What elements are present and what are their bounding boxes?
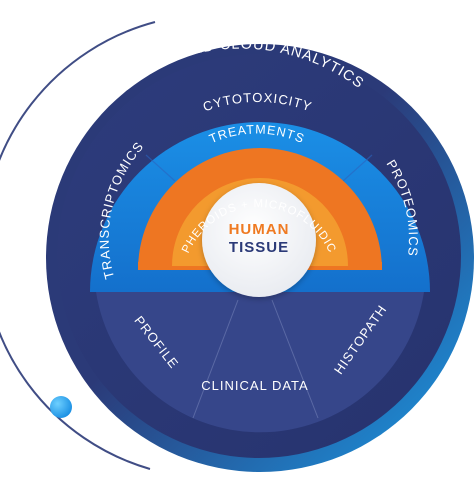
- lower-region: [96, 292, 424, 433]
- lower-divider-right: [271, 299, 319, 419]
- label-clinical-data: CLINICAL DATA: [201, 378, 308, 393]
- orbit-dot: [50, 396, 72, 418]
- core-line-1: HUMAN: [229, 221, 290, 238]
- blue-divider-left: [145, 154, 176, 182]
- blue-divider-right: [342, 154, 373, 182]
- core-line-2: TISSUE: [229, 239, 289, 256]
- lower-divider-left: [192, 299, 239, 419]
- orbit-arc: [0, 21, 156, 470]
- core-circle: [202, 183, 316, 297]
